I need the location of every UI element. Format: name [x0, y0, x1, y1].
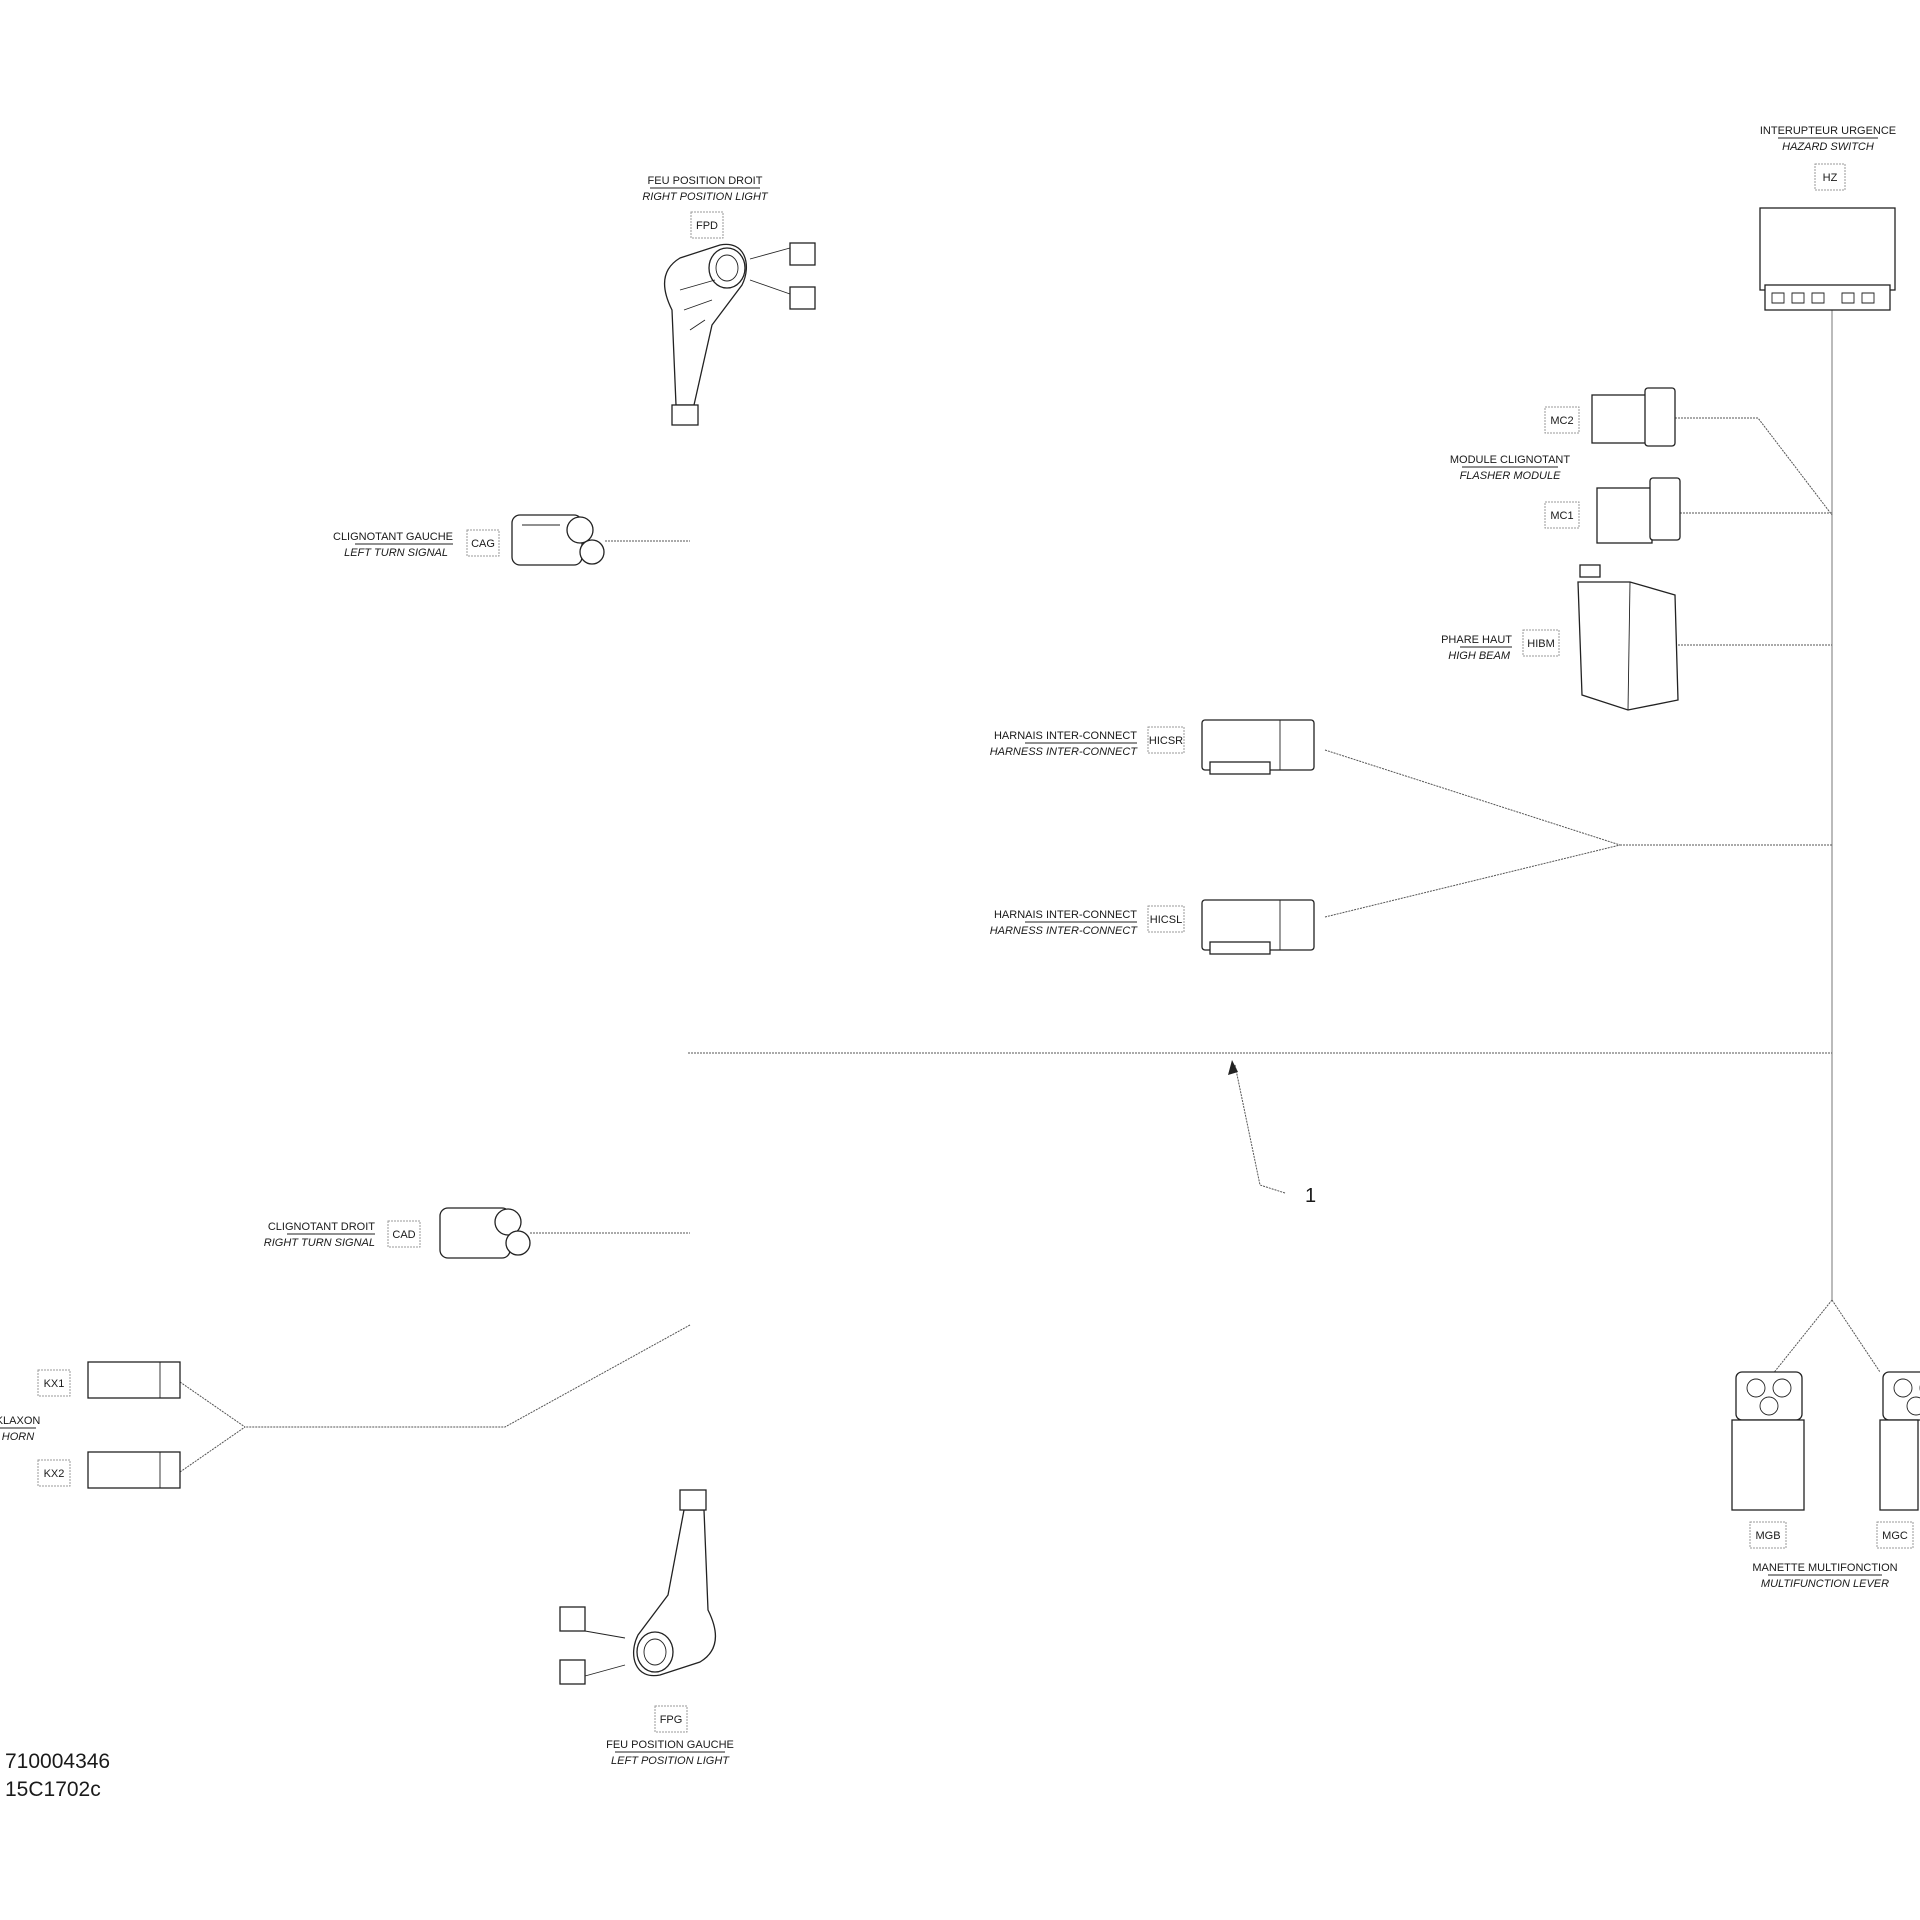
harness-interconnect-right-label-fr: HARNAIS INTER-CONNECT	[994, 730, 1137, 742]
harness-interconnect-left-label-fr: HARNAIS INTER-CONNECT	[994, 909, 1137, 921]
left-turn-signal: CLIGNOTANT GAUCHE LEFT TURN SIGNAL CAG	[333, 514, 605, 566]
horn-terminal-icon	[87, 1451, 181, 1489]
left-turn-signal-label-fr: CLIGNOTANT GAUCHE	[333, 531, 453, 543]
hazard-switch-body-icon	[1759, 207, 1896, 291]
callout-label: 1	[1305, 1185, 1316, 1207]
hazard-switch-label-fr: INTERUPTEUR URGENCE	[1760, 125, 1896, 137]
right-turn-signal-label-en: RIGHT TURN SIGNAL	[264, 1237, 375, 1249]
drawing-code: 15C1702c	[5, 1778, 101, 1801]
hazard-switch-code: HZ	[1823, 172, 1838, 184]
left-position-light-label-fr: FEU POSITION GAUCHE	[606, 1739, 734, 1751]
part-number: 710004346	[5, 1750, 110, 1773]
hazard-switch-label-en: HAZARD SWITCH	[1782, 141, 1874, 153]
right-position-light-label-fr: FEU POSITION DROIT	[648, 175, 763, 187]
right-turn-signal-label-fr: CLIGNOTANT DROIT	[268, 1221, 375, 1233]
left-position-light-terminal-icon	[559, 1659, 586, 1685]
high-beam-label-fr: PHARE HAUT	[1441, 634, 1512, 646]
high-beam: PHARE HAUT HIGH BEAM HIBM	[1441, 564, 1679, 711]
right-position-light-code: FPD	[696, 220, 718, 232]
right-position-light-terminal-icon	[789, 286, 816, 310]
callout-1: 1	[1228, 1060, 1316, 1207]
harness-interconnect-left-label-en: HARNESS INTER-CONNECT	[990, 925, 1139, 937]
flasher-module-connector-icon	[1596, 487, 1653, 544]
harness-wires	[179, 247, 1881, 1677]
left-position-light-label-en: LEFT POSITION LIGHT	[611, 1755, 730, 1767]
high-beam-code: HIBM	[1527, 638, 1555, 650]
left-position-light: FPG FEU POSITION GAUCHE LEFT POSITION LI…	[559, 1489, 734, 1767]
horn-label-fr: KLAXON	[0, 1415, 40, 1427]
flasher-module-label-en: FLASHER MODULE	[1460, 470, 1562, 482]
left-turn-signal-code: CAG	[471, 538, 495, 550]
harness-interconnect-left-code: HICSL	[1150, 914, 1182, 926]
harness-interconnect-right-code: HICSR	[1149, 735, 1183, 747]
drawing-footer: 710004346 15C1702c	[5, 1750, 110, 1801]
horn-code-b: KX2	[44, 1468, 65, 1480]
horn-terminal-icon	[87, 1361, 181, 1399]
right-turn-signal: CLIGNOTANT DROIT RIGHT TURN SIGNAL CAD	[264, 1207, 531, 1259]
multifunction-lever-code-b: MGC	[1882, 1530, 1908, 1542]
flasher-module-code-b: MC1	[1550, 510, 1573, 522]
horn-code-a: KX1	[44, 1378, 65, 1390]
high-beam-label-en: HIGH BEAM	[1448, 650, 1511, 662]
harness-interconnect-right: HARNAIS INTER-CONNECT HARNESS INTER-CONN…	[990, 719, 1315, 775]
multifunction-lever: MGB MGC MANETTE MULTIFONCTION MULTIFUNCT…	[1731, 1371, 1920, 1590]
right-position-light-label-en: RIGHT POSITION LIGHT	[642, 191, 769, 203]
right-position-light-terminal-icon	[789, 242, 816, 266]
multifunction-lever-code-a: MGB	[1755, 1530, 1780, 1542]
multifunction-lever-connector-icon	[1735, 1371, 1803, 1421]
flasher-module-label-fr: MODULE CLIGNOTANT	[1450, 454, 1570, 466]
left-turn-signal-label-en: LEFT TURN SIGNAL	[344, 547, 448, 559]
horn: KX1 KLAXON HORN KX2	[0, 1361, 181, 1489]
harness-interconnect-right-label-en: HARNESS INTER-CONNECT	[990, 746, 1139, 758]
flasher-module: MC2 MODULE CLIGNOTANT FLASHER MODULE MC1	[1450, 387, 1681, 544]
left-position-light-terminal-icon	[559, 1606, 586, 1632]
flasher-module-code-a: MC2	[1550, 415, 1573, 427]
left-position-light-code: FPG	[660, 1714, 683, 1726]
multifunction-lever-label-fr: MANETTE MULTIFONCTION	[1752, 1562, 1897, 1574]
flasher-module-connector-icon	[1591, 394, 1648, 444]
horn-label-en: HORN	[2, 1431, 34, 1443]
multifunction-lever-label-en: MULTIFUNCTION LEVER	[1761, 1578, 1889, 1590]
right-turn-signal-code: CAD	[392, 1229, 415, 1241]
harness-interconnect-left: HARNAIS INTER-CONNECT HARNESS INTER-CONN…	[990, 899, 1315, 955]
hazard-switch: INTERUPTEUR URGENCE HAZARD SWITCH HZ	[1759, 125, 1896, 311]
right-position-light: FEU POSITION DROIT RIGHT POSITION LIGHT …	[642, 175, 816, 426]
